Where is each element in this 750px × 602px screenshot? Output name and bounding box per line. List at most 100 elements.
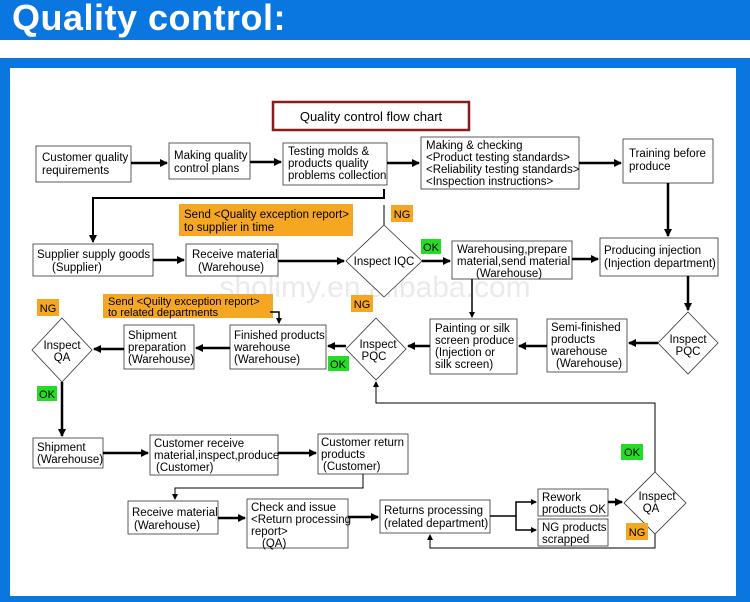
- tag-ng-pqc-left-bg: [351, 295, 373, 312]
- note-departments-bg: [103, 294, 273, 318]
- diamond-inspect-pqc-left: [345, 317, 407, 381]
- box-making-checking: [420, 136, 580, 190]
- label-scrapped-2: scrapped: [542, 534, 589, 546]
- label-returns-2: (related department): [384, 518, 488, 530]
- label-cust-return-1: Customer return: [321, 437, 404, 449]
- label-cust-receive-2: material,inspect,produce: [154, 450, 279, 462]
- tag-ok-iqc: OK: [423, 242, 440, 254]
- label-training-2: produce: [629, 161, 671, 173]
- tag-ok-qa-bottom-bg: [621, 444, 643, 460]
- arrow-qa-ng-loop: [427, 534, 656, 549]
- label-cust-receive-1: Customer receive: [154, 438, 244, 450]
- label-training-1: Training before: [629, 148, 706, 160]
- connectors: [58, 158, 692, 549]
- label-warehousing-1: Warehousing,prepare: [457, 244, 567, 256]
- label-finished-3: (Warehouse): [234, 354, 300, 366]
- label-check-1: Check and issue: [251, 502, 336, 514]
- label-cust-receive-3: (Customer): [156, 462, 214, 474]
- label-rework-1: Rework: [542, 492, 581, 504]
- label-iqc: Inspect IQC: [354, 256, 415, 268]
- box-check-issue: [246, 498, 349, 549]
- note-supplier-bg: [179, 204, 353, 236]
- label-scrapped-1: NG products: [542, 522, 607, 534]
- label-making-checking-1: Making & checking: [426, 140, 523, 152]
- label-making-checking-3: <Reliability testing standards>: [426, 164, 580, 176]
- tag-ng-qa-bottom: NG: [629, 527, 646, 539]
- box-producing-injection: [599, 237, 719, 277]
- box-receive-material-2: [127, 500, 219, 535]
- box-warehousing: [451, 240, 573, 280]
- label-finished-2: warehouse: [233, 342, 290, 354]
- label-making-checking-4: <Inspection instructions>: [426, 176, 553, 188]
- label-check-4: (QA): [262, 538, 286, 550]
- label-shipprep-1: Shipment: [128, 330, 177, 342]
- note-departments-l2: to related departments: [108, 307, 219, 319]
- label-warehousing-3: (Warehouse): [476, 268, 542, 280]
- label-shipment-2: (Warehouse): [37, 454, 103, 466]
- label-shipprep-2: preparation: [128, 342, 186, 354]
- tag-ok-qa-bottom: OK: [624, 447, 641, 459]
- box-semi-finished: [546, 318, 628, 373]
- tag-ok-pqc-left: OK: [330, 359, 347, 371]
- tag-ng-iqc: NG: [394, 209, 411, 221]
- label-check-2: <Return processing: [251, 514, 351, 526]
- box-testing-molds: [282, 142, 388, 186]
- label-semi-3: warehouse: [550, 346, 607, 358]
- box-rework-ok: [537, 488, 609, 517]
- label-check-3: report>: [251, 526, 288, 538]
- tag-ok-qa-left: OK: [39, 389, 56, 401]
- label-qa-bottom-1: Inspect: [638, 491, 676, 503]
- label-warehousing-2: material,send material: [457, 256, 570, 268]
- tag-ng-qa-bottom-bg: [626, 523, 648, 540]
- node-labels: Customer quality requirements Making qua…: [37, 140, 716, 550]
- label-pqc-left-2: PQC: [362, 351, 387, 363]
- label-finished-1: Finished products: [234, 330, 325, 342]
- label-injection-2: (Injection department): [604, 258, 716, 270]
- box-making-plans: [168, 142, 251, 180]
- tag-ok-iqc-bg: [421, 239, 441, 254]
- label-injection-1: Producing injection: [604, 245, 701, 257]
- label-painting-3: (Injection or: [435, 347, 495, 359]
- arrow-return-to-receive2: [172, 474, 364, 500]
- label-semi-2: products: [551, 334, 595, 346]
- tag-ng-pqc-left: NG: [354, 299, 371, 311]
- box-finished-warehouse: [229, 324, 327, 370]
- label-receive2-2: (Warehouse): [134, 520, 200, 532]
- diamond-inspect-iqc: [345, 224, 423, 298]
- label-shipprep-3: (Warehouse): [128, 354, 194, 366]
- box-painting: [429, 318, 518, 375]
- label-shipment-1: Shipment: [37, 442, 86, 454]
- label-customer-req-2: requirements: [42, 165, 109, 177]
- label-cust-return-2: products: [321, 449, 365, 461]
- tag-ok-qa-left-bg: [37, 386, 57, 401]
- box-returns-processing: [379, 499, 491, 534]
- arrow-note-to-finished: [270, 311, 282, 324]
- header-bar: Quality control:: [0, 0, 750, 40]
- diamond-inspect-pqc-right: [657, 311, 719, 375]
- label-testing-molds-2: products quality: [288, 158, 369, 170]
- arrow-loop-to-supplier: [89, 189, 385, 243]
- box-shipment-prep: [123, 324, 195, 370]
- label-qa-left-1: Inspect: [43, 340, 81, 352]
- chart-title: Quality control flow chart: [300, 109, 443, 124]
- arrow-returns-to-rework: [490, 499, 537, 517]
- label-rework-2: products OK: [542, 504, 606, 516]
- label-receive2-1: Receive material: [132, 507, 218, 519]
- label-pqc-left-1: Inspect: [359, 339, 397, 351]
- box-receive-material: [185, 243, 279, 277]
- label-making-plans-1: Making quality: [174, 150, 248, 162]
- arrow-returns-to-scrapped: [515, 516, 537, 533]
- label-returns-1: Returns processing: [384, 505, 483, 517]
- label-supplier-1: Supplier supply goods: [37, 249, 150, 261]
- label-pqc-right-1: Inspect: [669, 334, 707, 346]
- label-receive-2: (Warehouse): [198, 262, 264, 274]
- box-ng-scrapped: [537, 518, 609, 547]
- label-painting-1: Painting or silk: [435, 323, 510, 335]
- note-supplier-l2: to supplier in time: [184, 222, 274, 234]
- note-supplier-l1: Send <Quality exception report>: [184, 209, 349, 221]
- label-painting-2: screen produce: [435, 335, 514, 347]
- chart-title-box: [271, 100, 471, 132]
- box-customer-receive: [149, 434, 279, 476]
- label-receive-1: Receive material: [192, 249, 278, 261]
